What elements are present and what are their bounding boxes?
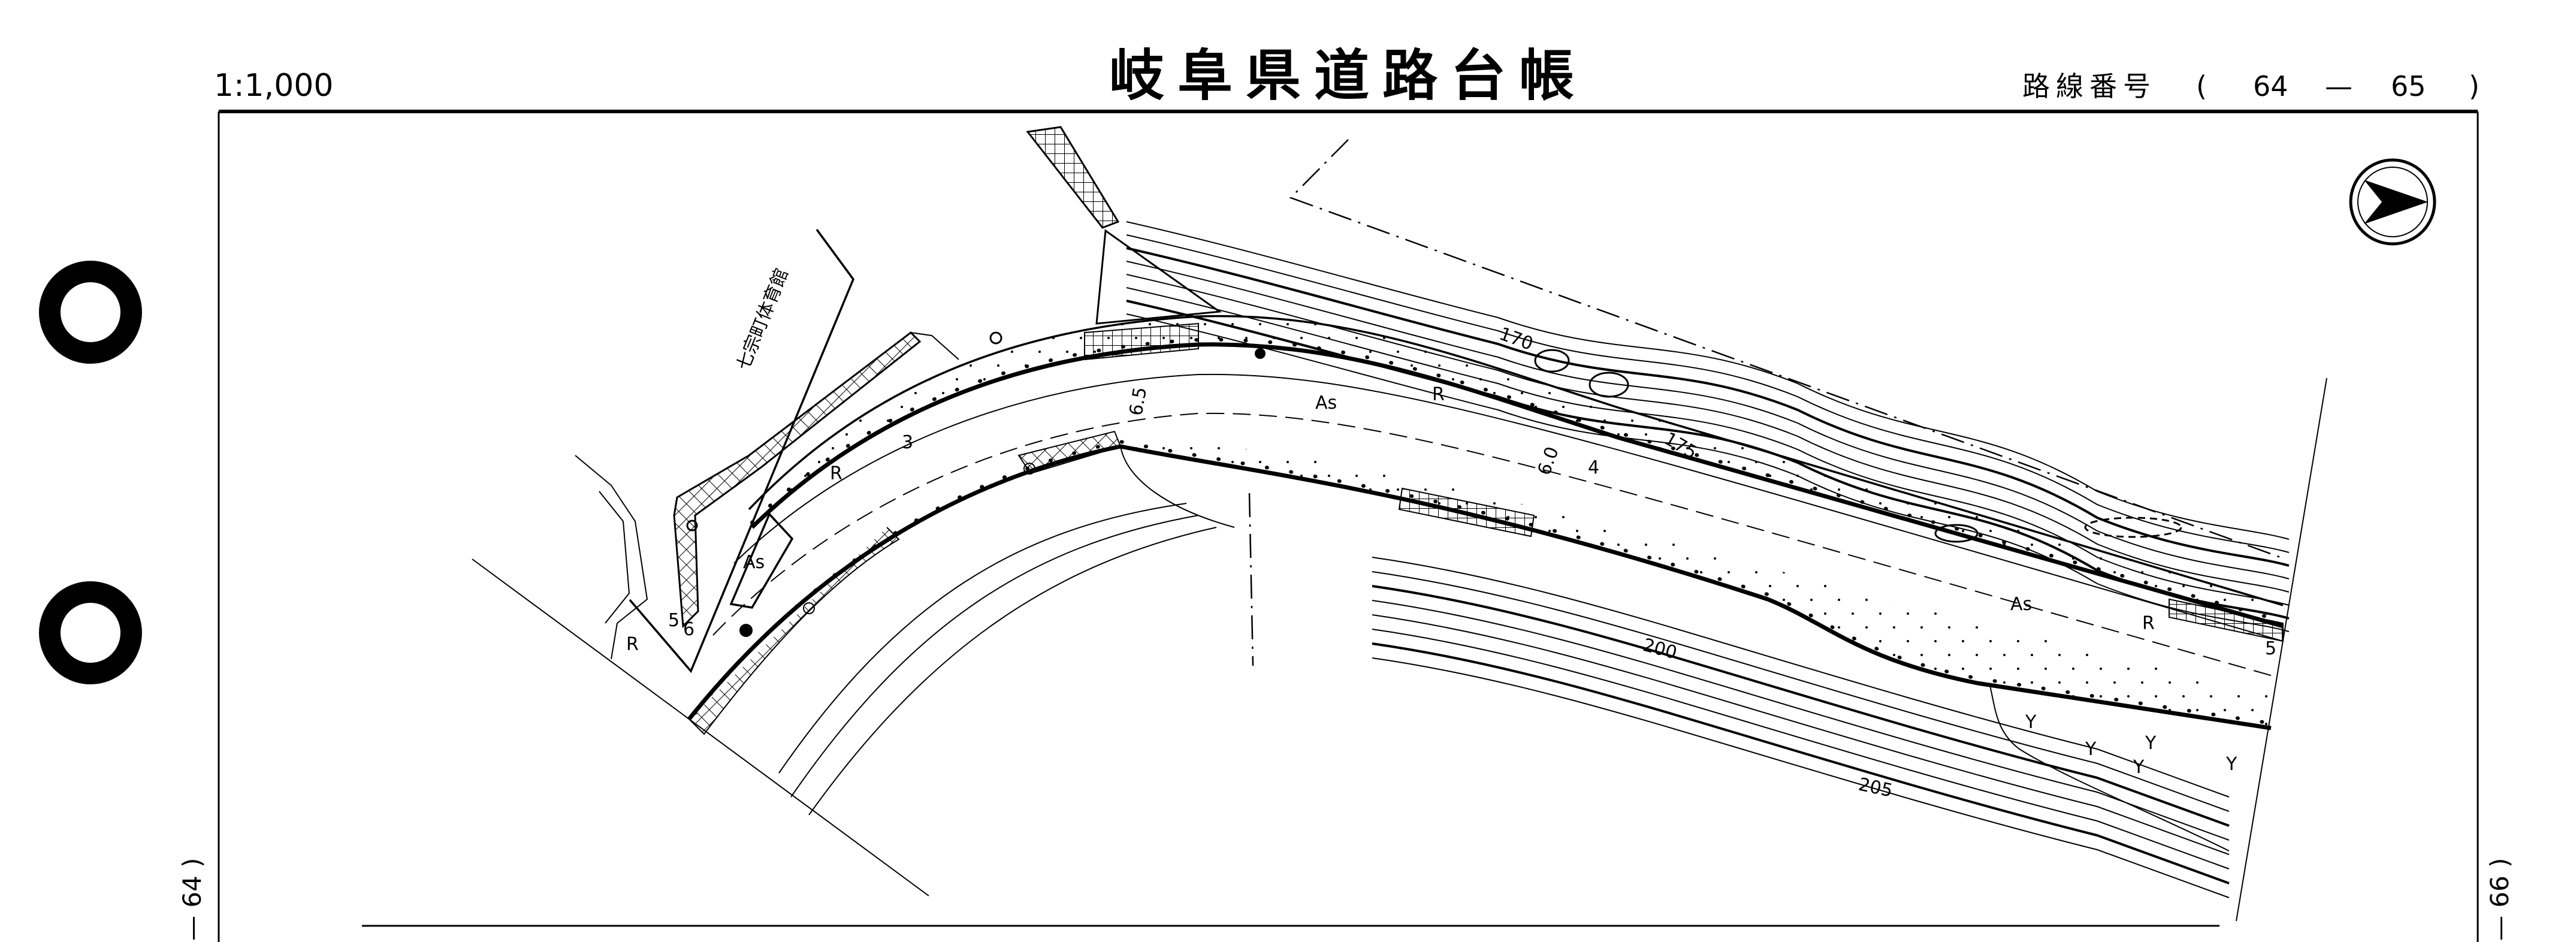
manhole-icon xyxy=(686,331,1266,532)
width-label: 6.5 xyxy=(1125,385,1151,417)
vegetation-symbol: Y xyxy=(2025,712,2037,733)
map-frame xyxy=(218,110,2479,942)
sidewalk-edge xyxy=(748,315,2284,606)
side-road-edge xyxy=(575,455,648,660)
tree-icon xyxy=(1534,349,1570,373)
width-label: 6.0 xyxy=(1534,444,1563,478)
right-adjacent-sheet: — 66 ) xyxy=(2485,858,2514,941)
binder-hole xyxy=(39,261,142,364)
corner-label: 5 xyxy=(668,610,680,631)
retaining-wall-mark: R xyxy=(2142,613,2155,634)
boundary-line xyxy=(1248,493,1254,666)
crosshatch-area xyxy=(688,527,900,735)
vegetation-symbol: Y xyxy=(2133,757,2145,778)
station-label: 5 xyxy=(2265,638,2276,659)
road-centerline xyxy=(712,412,2278,678)
vegetation-symbol: Y xyxy=(2225,754,2237,775)
surface-label: As xyxy=(743,552,765,573)
boundary-line xyxy=(1289,139,2286,560)
side-road-edge xyxy=(910,332,959,360)
tree-icon xyxy=(1589,372,1629,398)
left-adjacent-sheet: — 64 ) xyxy=(177,858,207,941)
retaining-wall-mark: R xyxy=(626,634,639,655)
map-annotations: As As As 170 175 200 205 6.5 6.0 3 4 5 R… xyxy=(626,324,2276,802)
surface-label: As xyxy=(2010,594,2032,615)
building-label: 七宗町体育館 xyxy=(733,265,793,373)
utility-pole-icon xyxy=(803,463,1035,614)
upper-sidewalk xyxy=(749,316,2283,626)
route-number-label: 路線番号 xyxy=(2022,70,2157,102)
route-number: 路線番号 ( 64 — 65 ) xyxy=(2022,70,2480,102)
slope-hatch xyxy=(1026,126,1120,229)
side-road-edge xyxy=(599,491,630,624)
slope-lines xyxy=(778,503,1217,816)
slope-hatch xyxy=(1095,229,1222,325)
surface-label: As xyxy=(1315,393,1337,413)
grass-area-edge xyxy=(1989,683,2230,852)
slope-edge xyxy=(1120,446,1235,528)
sheet-title: 岐阜県道路台帳 xyxy=(1109,44,1587,108)
boundary-line xyxy=(2236,378,2327,922)
station-label: 4 xyxy=(1588,457,1599,478)
corner-label: 6 xyxy=(683,619,694,640)
vegetation-symbol: Y xyxy=(2145,733,2157,754)
route-close-paren: ) xyxy=(2469,70,2480,102)
retaining-wall-mark: R xyxy=(830,463,842,484)
scale-label: 1:1,000 xyxy=(214,68,333,104)
lower-sidewalk xyxy=(1121,440,2271,728)
tree-icon xyxy=(2084,517,2182,538)
road-edge xyxy=(733,373,2284,642)
contour-label: 200 xyxy=(1641,635,1679,664)
vegetation-symbol: Y xyxy=(2085,739,2097,760)
north-arrow-icon xyxy=(2349,158,2436,246)
crosshatch-area xyxy=(1017,430,1122,475)
side-channel xyxy=(673,331,922,629)
route-from: 64 xyxy=(2253,70,2288,102)
route-dash: — xyxy=(2325,70,2352,102)
grid-hatch-area xyxy=(1084,322,1199,361)
route-to: 65 xyxy=(2391,70,2426,102)
retaining-wall-mark: R xyxy=(1432,384,1445,405)
station-label: 3 xyxy=(902,432,913,453)
grid-hatch-area xyxy=(1398,487,1535,538)
binder-hole xyxy=(39,581,142,684)
route-open-paren: ( xyxy=(2196,70,2207,102)
